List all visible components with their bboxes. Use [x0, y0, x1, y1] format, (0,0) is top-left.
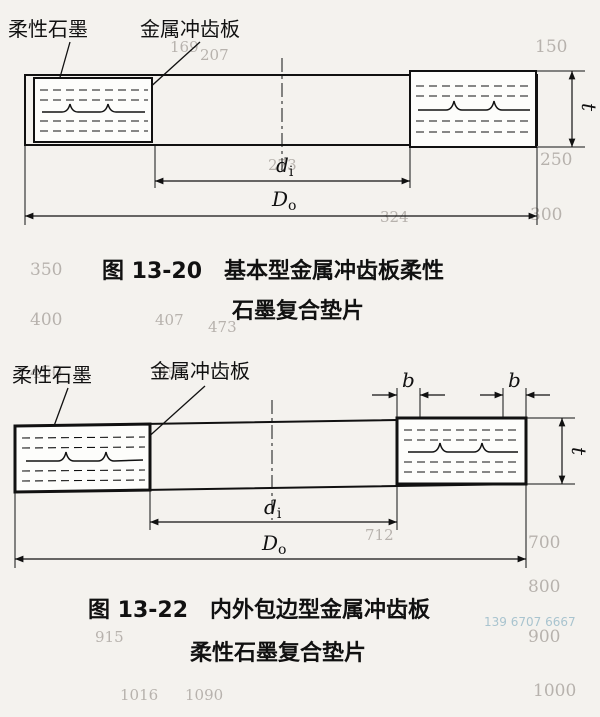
caption-13-22-line1: 图 13-22 内外包边型金属冲齿板	[88, 597, 431, 623]
section-left	[13, 422, 152, 494]
graphite-dashes-right	[404, 429, 521, 473]
caption-13-22-line2: 柔性石墨复合垫片	[190, 640, 366, 666]
tanged-plate-right	[418, 100, 530, 111]
caption-13-20-line1: 图 13-20 基本型金属冲齿板柔性	[102, 258, 444, 284]
bg-number: 915	[95, 628, 124, 646]
bg-number: 1016	[120, 686, 158, 704]
label-flexible-graphite: 柔性石墨	[12, 363, 92, 387]
bg-number: 473	[208, 318, 237, 336]
caption-13-20-line2: 石墨复合垫片	[231, 298, 364, 324]
dimension-label-di: di	[276, 153, 294, 180]
dimension-label-di: di	[264, 495, 282, 522]
bg-number: 900	[528, 627, 560, 647]
graphite-dashes-left	[40, 89, 148, 132]
bg-number: 455	[158, 364, 187, 382]
tanged-plate-right	[408, 442, 518, 453]
bg-number: 150	[535, 37, 567, 57]
bg-number: 250	[540, 150, 572, 170]
dimension-label-t: t	[577, 103, 600, 112]
bg-number: 1000	[533, 681, 576, 701]
graphite-dashes-left	[21, 436, 146, 482]
bg-number: 324	[380, 208, 409, 226]
bg-number: 207	[200, 46, 229, 64]
figure-13-22: 柔性石墨 金属冲齿板 b	[12, 359, 591, 666]
section-right	[395, 416, 528, 486]
figure-13-20: 柔性石墨 金属冲齿板 t	[8, 17, 600, 324]
bg-number: 450	[30, 363, 62, 383]
section-left	[33, 77, 153, 143]
dimension-label-t: t	[567, 447, 591, 456]
dimension-label-do: Do	[271, 187, 296, 214]
tanged-plate-left	[26, 451, 144, 462]
graphite-dashes-right	[416, 85, 532, 133]
bg-number: 407	[155, 311, 184, 329]
watermark-phone: 139 6707 6667	[484, 615, 576, 629]
bg-number: 712	[365, 526, 394, 544]
background-table: 150 169 207 250 273 300 324 350 400 407 …	[30, 37, 576, 704]
tanged-plate-left	[42, 103, 145, 113]
bg-number: 300	[530, 205, 562, 225]
dimension-label-b-left: b	[402, 368, 415, 392]
bg-number: 800	[528, 577, 560, 597]
bg-number: 700	[528, 533, 560, 553]
label-flexible-graphite: 柔性石墨	[8, 17, 88, 41]
section-right	[409, 70, 537, 148]
bg-number: 350	[30, 260, 62, 280]
bg-number: 1090	[185, 686, 223, 704]
label-metal-tanged-plate: 金属冲齿板	[150, 359, 250, 383]
bg-number: 400	[30, 310, 62, 330]
dimension-label-b-right: b	[508, 368, 521, 392]
dimension-label-do: Do	[261, 531, 286, 558]
bg-number: 169	[170, 38, 199, 56]
label-metal-tanged-plate: 金属冲齿板	[140, 17, 240, 41]
